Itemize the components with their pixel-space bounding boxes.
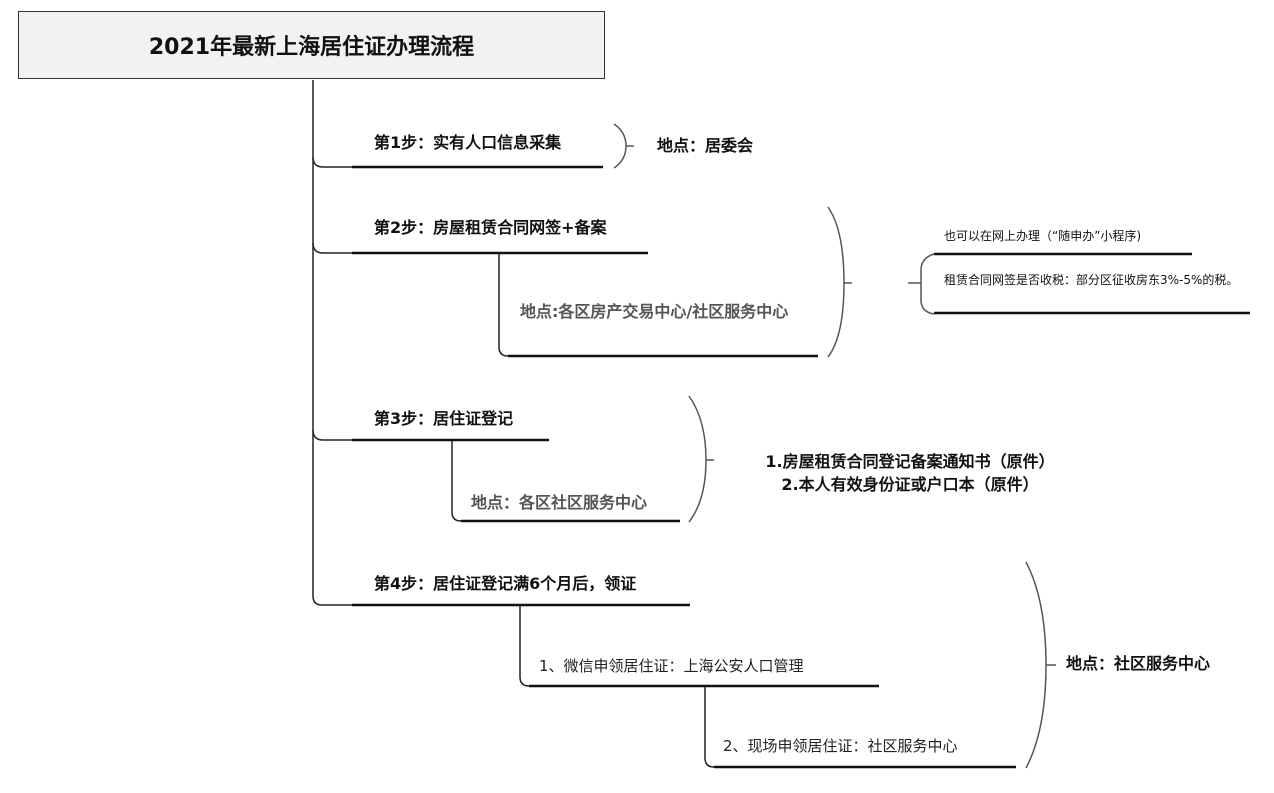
step2-location: 地点:各区房产交易中心/社区服务中心 <box>520 302 789 321</box>
step4-method-onsite: 2、现场申领居住证：社区服务中心 <box>723 737 958 755</box>
step1-branch <box>312 156 352 168</box>
step2-location-branch <box>498 254 519 357</box>
step4-label: 第4步：居住证登记满6个月后，领证 <box>374 574 637 593</box>
step3-location: 地点：各区社区服务中心 <box>471 493 648 512</box>
step4-method1-branch <box>519 606 538 687</box>
diagram-title: 2021年最新上海居住证办理流程 <box>148 35 475 60</box>
step2-note-tax: 租赁合同网签是否收税：部分区征收房东3%-5%的税。 <box>944 273 1239 287</box>
step3-branch <box>312 429 352 441</box>
notes-bracket <box>920 253 935 315</box>
step3-bracket <box>688 395 707 523</box>
step1-location: 地点：居委会 <box>657 136 754 155</box>
step2-branch <box>312 242 352 254</box>
step2-bracket <box>827 206 845 358</box>
step4-bracket <box>1025 561 1047 769</box>
step2-note-online: 也可以在网上办理（“随申办”小程序) <box>944 229 1142 243</box>
step4-location: 地点：社区服务中心 <box>1066 654 1211 673</box>
step3-location-branch <box>451 441 470 522</box>
step1-label: 第1步：实有人口信息采集 <box>374 133 562 152</box>
step3-document-2: 2.本人有效身份证或户口本（原件） <box>781 475 1039 495</box>
step3-documents: 1.房屋租赁合同登记备案通知书（原件） 2.本人有效身份证或户口本（原件） <box>730 450 1090 496</box>
step3-document-1: 1.房屋租赁合同登记备案通知书（原件） <box>765 452 1055 471</box>
main-trunk <box>312 80 352 606</box>
title-box: 2021年最新上海居住证办理流程 <box>18 11 605 79</box>
step4-method2-branch <box>704 687 722 768</box>
step2-label: 第2步：房屋租赁合同网签+备案 <box>374 218 607 237</box>
step4-method-wechat: 1、微信申领居住证：上海公安人口管理 <box>539 657 804 675</box>
step1-bracket <box>613 123 627 169</box>
step3-label: 第3步：居住证登记 <box>374 409 514 428</box>
